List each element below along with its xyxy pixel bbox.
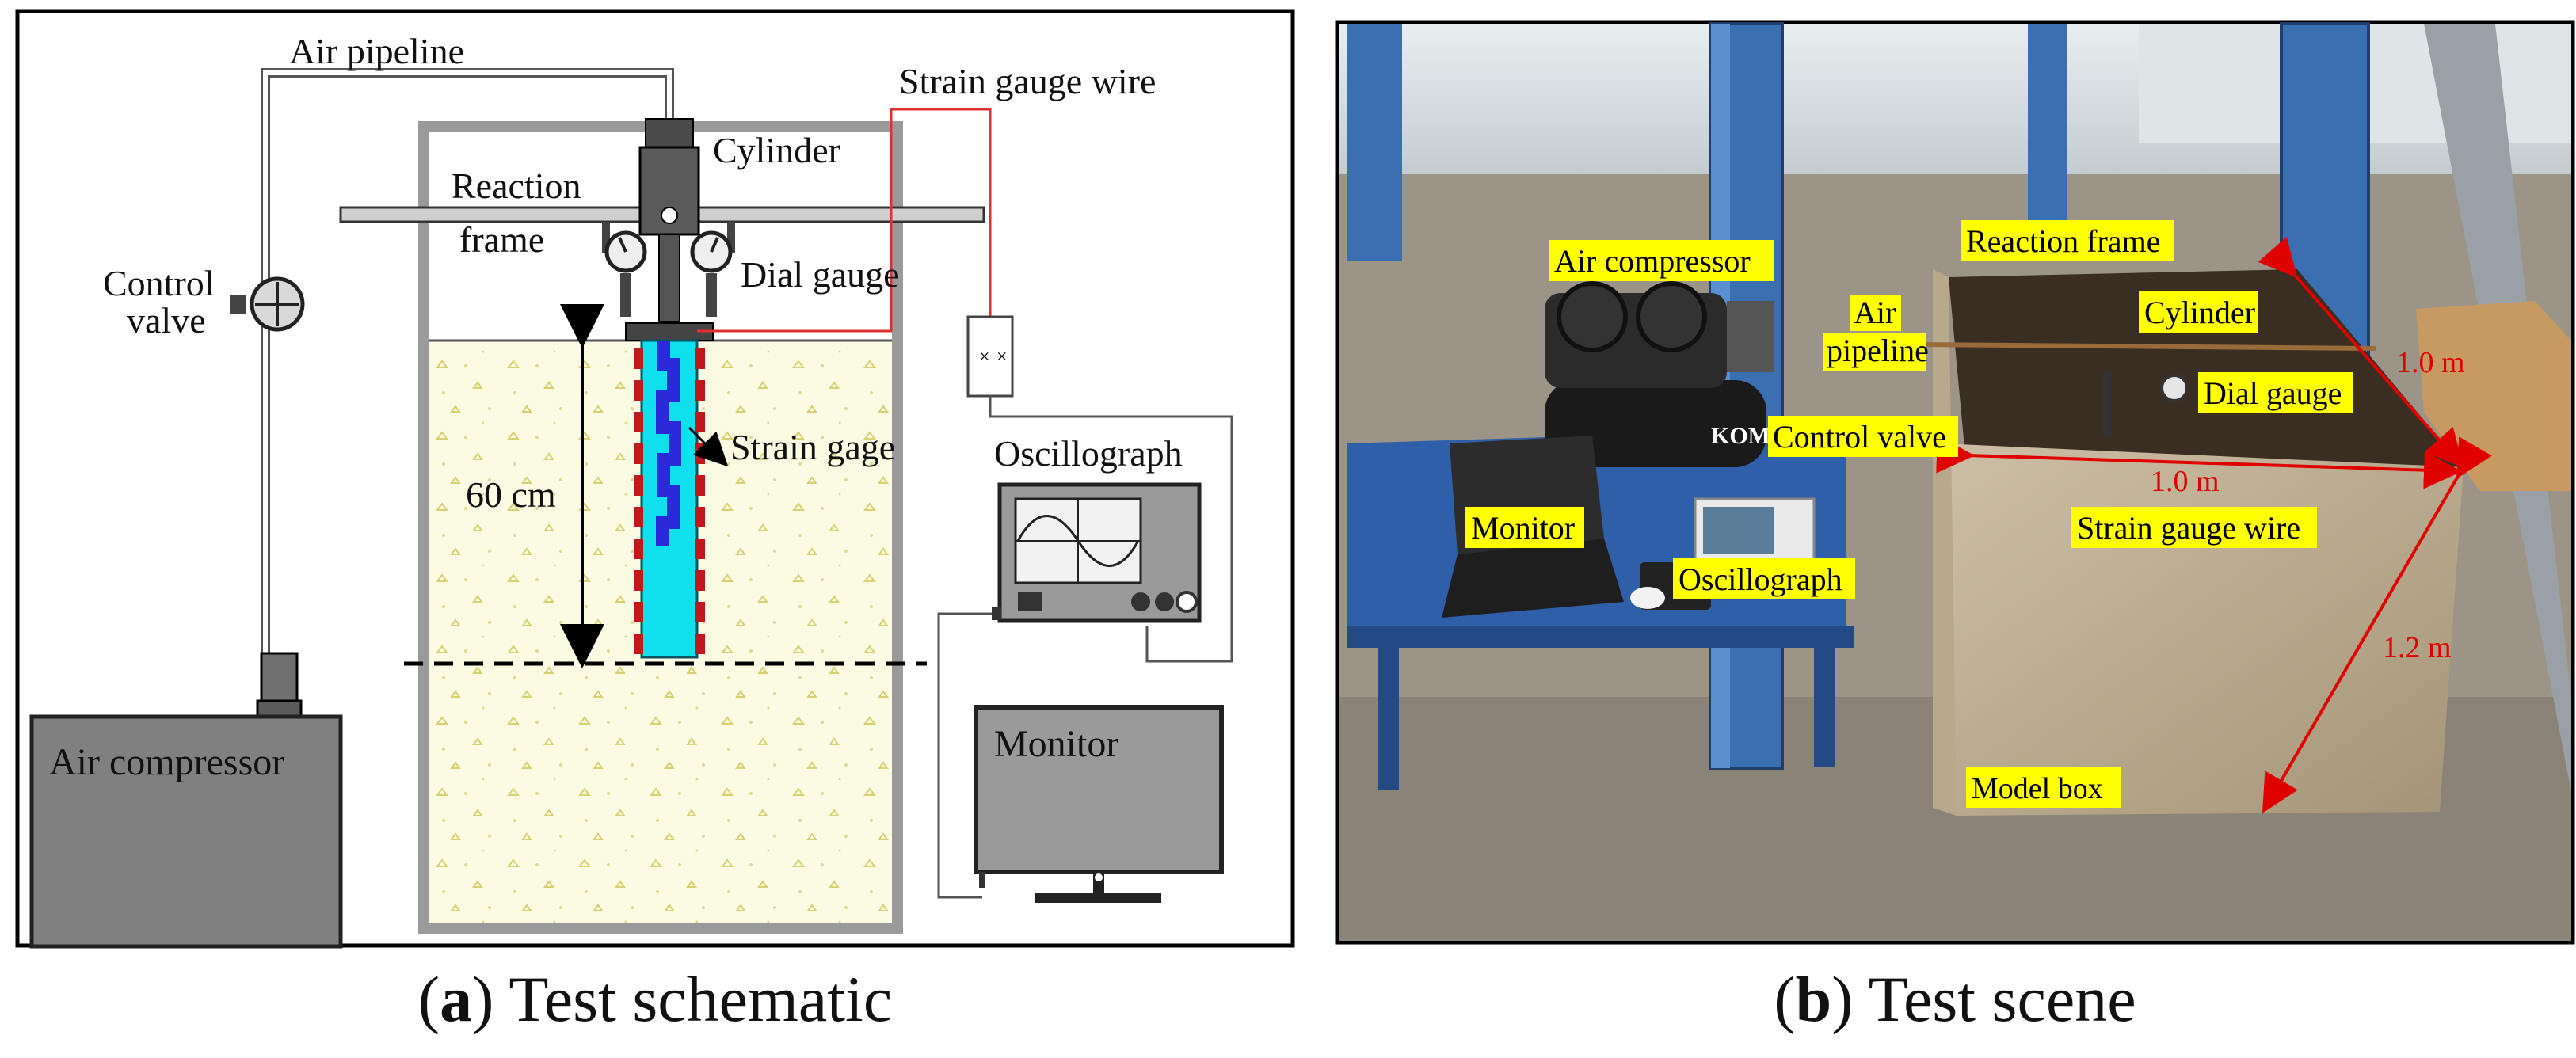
photo-label-reaction-frame: Reaction frame (1966, 223, 2160, 259)
cylinder-device (638, 118, 700, 322)
label-cylinder-group: Cylinder (2139, 291, 2258, 333)
caption-b-letter: b (1795, 963, 1832, 1035)
label-dial-gauge-group: Dial gauge (2198, 372, 2353, 413)
caption-a-letter: a (440, 963, 473, 1035)
photo-label-cylinder: Cylinder (2144, 295, 2255, 330)
label-air-pipeline-group: Air pipeline (1823, 295, 1929, 371)
label-oscillograph-group: Oscillograph (1673, 558, 1855, 599)
photo-label-air: Air (1854, 295, 1896, 330)
strain-gauge-wire-line (697, 108, 992, 333)
label-air-pipeline: Air pipeline (289, 31, 464, 71)
label-control-valve-group: Control valve (1768, 416, 1958, 457)
photo-label-dial-gauge: Dial gauge (2204, 375, 2342, 411)
photo-label-control-valve: Control valve (1773, 419, 1946, 455)
label-air-compressor-group: Air compressor (1549, 240, 1774, 281)
dim-text-front: 1.0 m (2151, 465, 2220, 498)
photo-label-air-compressor: Air compressor (1554, 243, 1751, 279)
air-compressor-device (29, 652, 343, 949)
label-frame: frame (459, 219, 544, 260)
label-cylinder: Cylinder (713, 130, 840, 170)
caption-b-title: Test scene (1868, 963, 2136, 1035)
photo-label-oscillograph: Oscillograph (1679, 561, 1842, 597)
monitor-device (974, 705, 1224, 903)
control-valve (230, 276, 305, 332)
label-reaction: Reaction (452, 166, 581, 206)
photo-dial-gauge-1 (2160, 374, 2189, 402)
blue-table-edge (1347, 626, 1854, 648)
model-box-front (1941, 443, 2464, 816)
photo-label-monitor: Monitor (1471, 510, 1575, 546)
strain-gages (634, 348, 705, 654)
model-box-side (1933, 269, 1957, 816)
label-monitor: Monitor (994, 723, 1118, 765)
caption-b: (b) Test scene (1774, 963, 2136, 1035)
caption-a-title: Test schematic (509, 963, 893, 1035)
steel-column-left (1347, 24, 1402, 261)
strain-gage-arrow-1 (688, 426, 729, 467)
monitor-cable (937, 612, 1000, 899)
strain-gage-arrow-2 (707, 442, 718, 453)
label-oscillograph: Oscillograph (994, 433, 1183, 474)
label-air-compressor: Air compressor (49, 741, 284, 783)
dim-line-height (2262, 436, 2492, 813)
label-strain-gauge-wire-group: Strain gauge wire (2071, 507, 2317, 548)
photo-label-model-box: Model box (1972, 772, 2103, 805)
label-strain-gage: Strain gage (730, 427, 895, 467)
panel-b-scene: KOMAX (1335, 20, 2575, 945)
table-leg-2 (1814, 648, 1835, 767)
dial-gauge-right (690, 222, 735, 317)
dim-line-top (2258, 237, 2464, 469)
photo-cylinder-rod (2103, 372, 2111, 436)
dim-text-height: 1.2 m (2383, 631, 2452, 664)
label-depth: 60 cm (466, 474, 556, 515)
dial-gauge-left (602, 222, 647, 317)
photo-label-pipeline: pipeline (1827, 333, 1929, 368)
steel-column-mid (2028, 24, 2067, 230)
label-monitor-group: Monitor (1465, 507, 1584, 548)
oscillograph-cable (989, 396, 1233, 663)
label-strain-gauge-wire: Strain gauge wire (899, 61, 1156, 101)
wire-junction-box (966, 315, 1014, 398)
junction-x2: × (996, 347, 1008, 367)
label-reaction-frame-group: Reaction frame (1961, 220, 2174, 261)
panel-a-schematic: × × Air pipeline Strain gauge wire (15, 9, 1295, 949)
oscillograph-port (992, 607, 1001, 620)
label-control: Control (103, 263, 215, 303)
dim-text-top: 1.0 m (2396, 346, 2465, 379)
air-compressor-machine: KOMAX (1545, 281, 1805, 467)
oscillograph-device (997, 482, 1202, 623)
junction-x1: × (979, 347, 990, 367)
strain-wire-in-pile (656, 341, 681, 546)
label-valve: valve (127, 300, 206, 341)
photo-label-strain-gauge-wire: Strain gauge wire (2077, 510, 2300, 546)
caption-a: (a) Test schematic (417, 963, 893, 1035)
air-pipeline-inner (263, 70, 672, 661)
oscillograph-machine (1630, 497, 1816, 610)
label-model-box-group: Model box (1966, 767, 2121, 808)
table-leg-1 (1378, 648, 1399, 790)
label-dial-gauge: Dial gauge (741, 254, 900, 295)
